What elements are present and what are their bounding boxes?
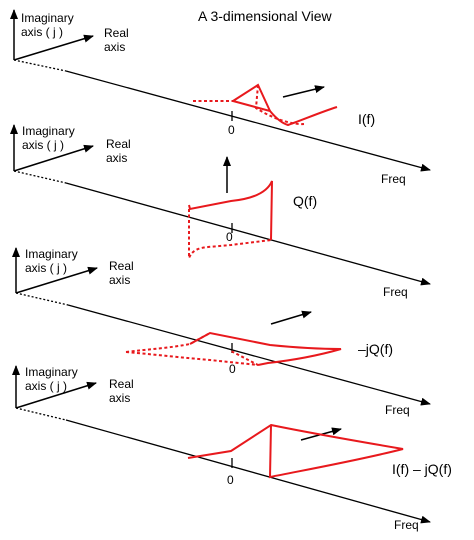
signal-label: I(f) bbox=[358, 111, 375, 127]
spectrum-dotted-mirror bbox=[193, 84, 305, 126]
signal-label: –jQ(f) bbox=[358, 341, 393, 357]
imaginary-axis-label: Imaginary bbox=[25, 365, 78, 379]
spectrum-solid-positive bbox=[189, 331, 342, 366]
real-axis-label-sub: axis bbox=[106, 151, 127, 165]
quadrature-spectrum bbox=[188, 180, 273, 259]
imaginary-axis-label-sub: axis ( j ) bbox=[21, 25, 63, 39]
rotation-arrow bbox=[282, 85, 325, 98]
real-axis-label: Real bbox=[109, 259, 134, 273]
imaginary-axis-label-sub: axis ( j ) bbox=[25, 261, 67, 275]
real-axis-label-sub: axis bbox=[104, 40, 125, 54]
freq-label: Freq bbox=[383, 285, 408, 299]
zero-label: 0 bbox=[228, 123, 235, 137]
signal-label: Q(f) bbox=[293, 193, 317, 209]
imaginary-axis-label-sub: axis ( j ) bbox=[25, 379, 67, 393]
frequency-axis-dotted bbox=[13, 59, 67, 72]
neg-j-quadrature-spectrum bbox=[125, 331, 342, 366]
freq-label: Freq bbox=[394, 518, 419, 532]
freq-label: Freq bbox=[385, 403, 410, 417]
real-axis-label: Real bbox=[104, 26, 129, 40]
real-axis-arrow bbox=[15, 381, 97, 409]
frequency-axis-dotted bbox=[15, 407, 67, 421]
spectrum-solid-top bbox=[232, 83, 271, 112]
complex-sum-spectrum bbox=[187, 423, 404, 479]
spectrum-dotted-negative bbox=[188, 209, 272, 259]
panel-quadrature: Imaginary axis ( j ) Real axis 0 Freq Q(… bbox=[10, 124, 431, 299]
frequency-axis bbox=[65, 419, 431, 524]
spectrum-dotted-negative bbox=[125, 332, 259, 366]
spectrum-solid bbox=[187, 423, 404, 479]
in-phase-spectrum bbox=[193, 83, 338, 127]
spectrum-solid-positive bbox=[188, 180, 273, 241]
frequency-axis-dotted bbox=[13, 170, 67, 184]
signal-label: I(f) – jQ(f) bbox=[392, 461, 452, 477]
diagram-title: A 3-dimensional View bbox=[198, 8, 332, 24]
real-axis-arrow bbox=[15, 266, 98, 294]
zero-label: 0 bbox=[227, 473, 234, 487]
frequency-axis bbox=[65, 70, 431, 172]
panel-complex-sum: Imaginary axis ( j ) Real axis 0 Freq I(… bbox=[12, 365, 452, 532]
real-axis-label-sub: axis bbox=[109, 273, 130, 287]
real-axis-label: Real bbox=[109, 377, 134, 391]
imaginary-axis-label: Imaginary bbox=[25, 247, 78, 261]
rotation-arrow bbox=[270, 310, 312, 325]
imaginary-axis-label-sub: axis ( j ) bbox=[22, 138, 64, 152]
real-axis-arrow bbox=[13, 34, 94, 61]
freq-label: Freq bbox=[381, 172, 406, 186]
imaginary-axis-label: Imaginary bbox=[22, 124, 75, 138]
zero-label: 0 bbox=[229, 362, 236, 376]
frequency-axis bbox=[67, 304, 431, 406]
zero-label: 0 bbox=[226, 230, 233, 244]
spectrum-solid-edge bbox=[232, 100, 338, 127]
real-axis-label-sub: axis bbox=[109, 391, 130, 405]
frequency-axis bbox=[65, 182, 431, 286]
real-axis-arrow bbox=[13, 144, 94, 172]
frequency-axis-dotted bbox=[15, 292, 69, 306]
imaginary-axis-label: Imaginary bbox=[21, 11, 74, 25]
panel-in-phase: Imaginary axis ( j ) Real axis 0 Freq I(… bbox=[10, 9, 431, 186]
real-axis-label: Real bbox=[106, 137, 131, 151]
panel-neg-j-quadrature: Imaginary axis ( j ) Real axis 0 Freq –j… bbox=[12, 247, 431, 417]
